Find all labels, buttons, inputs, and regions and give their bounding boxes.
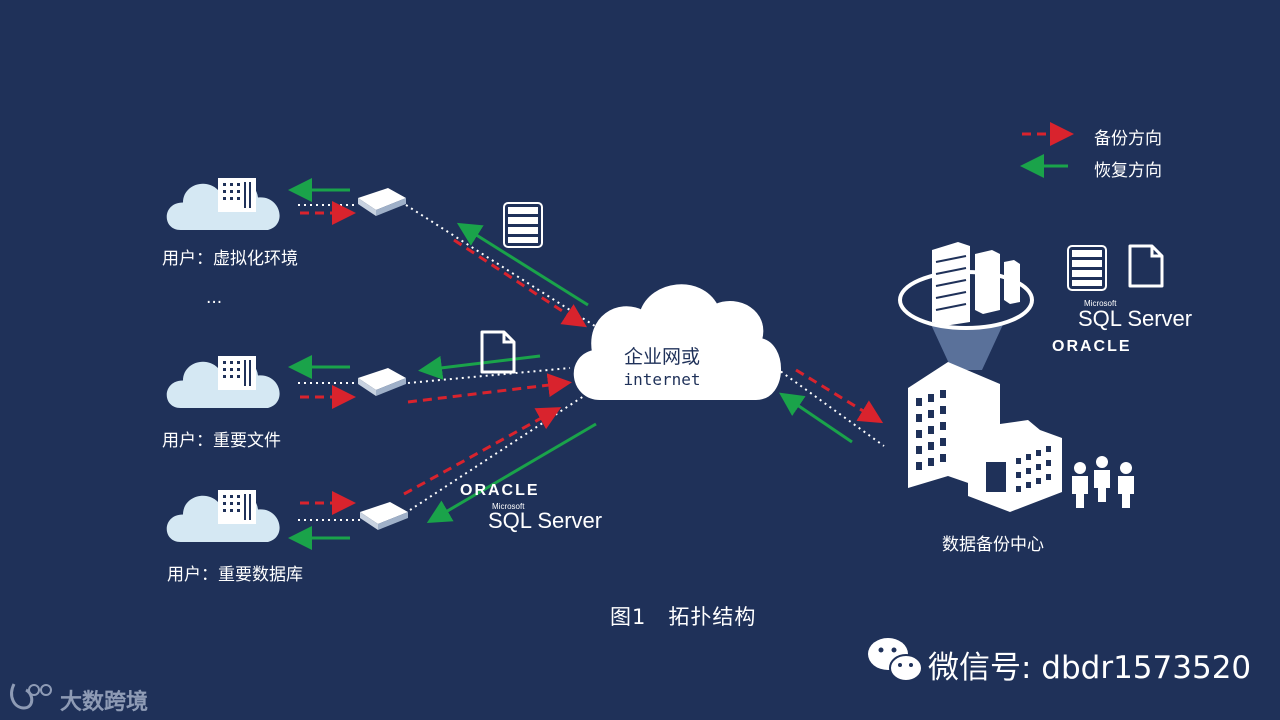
figure-caption: 图1 拓扑结构 xyxy=(610,605,757,629)
document-icon xyxy=(1128,244,1164,288)
building-icon xyxy=(218,178,256,212)
brand-logo-icon xyxy=(10,683,52,710)
sql-server-logo-ms: Microsoft xyxy=(1084,299,1117,308)
legend xyxy=(1020,122,1074,178)
people-icon xyxy=(1072,456,1134,508)
switch-icon xyxy=(358,188,406,216)
network-links xyxy=(403,204,599,524)
oracle-logo: ORACLE xyxy=(1052,338,1132,355)
sql-server-logo-link-ms: Microsoft xyxy=(492,502,525,511)
building-icon xyxy=(218,356,256,390)
datacenter xyxy=(898,242,1164,512)
client-arrows xyxy=(288,178,360,550)
cloud-label-line2: internet xyxy=(623,370,701,389)
cloud-label-line1: 企业网或 xyxy=(623,346,700,368)
server-icon xyxy=(503,202,543,248)
server-icon xyxy=(1067,245,1107,291)
client-label-files: 用户：重要文件 xyxy=(162,431,281,451)
building-icon xyxy=(218,490,256,524)
datacenter-links xyxy=(775,367,885,447)
wechat-id: 微信号: dbdr1573520 xyxy=(928,650,1252,686)
document-icon xyxy=(480,330,516,374)
office-building-icon xyxy=(908,362,1062,512)
client-label-database: 用户：重要数据库 xyxy=(167,565,303,585)
brand-name: 大数跨境 xyxy=(60,690,149,715)
client-files xyxy=(166,356,406,408)
enterprise-network-cloud xyxy=(573,284,781,400)
switch-icon xyxy=(360,502,408,530)
server-rack-icon xyxy=(932,242,1020,326)
beam xyxy=(928,318,1006,370)
ellipsis: ... xyxy=(206,288,223,308)
client-label-virtualization: 用户：虚拟化环境 xyxy=(162,249,298,269)
client-database xyxy=(166,490,408,542)
sql-server-logo-link: SQL Server xyxy=(488,508,603,533)
sql-server-logo: SQL Server xyxy=(1078,306,1193,331)
datacenter-label: 数据备份中心 xyxy=(942,535,1044,555)
switch-icon xyxy=(358,368,406,396)
legend-backup-label: 备份方向 xyxy=(1094,129,1162,149)
legend-restore-label: 恢复方向 xyxy=(1094,161,1162,181)
client-virtualization xyxy=(166,178,406,230)
oracle-logo-link: ORACLE xyxy=(460,482,540,499)
wechat-icon xyxy=(868,638,923,682)
